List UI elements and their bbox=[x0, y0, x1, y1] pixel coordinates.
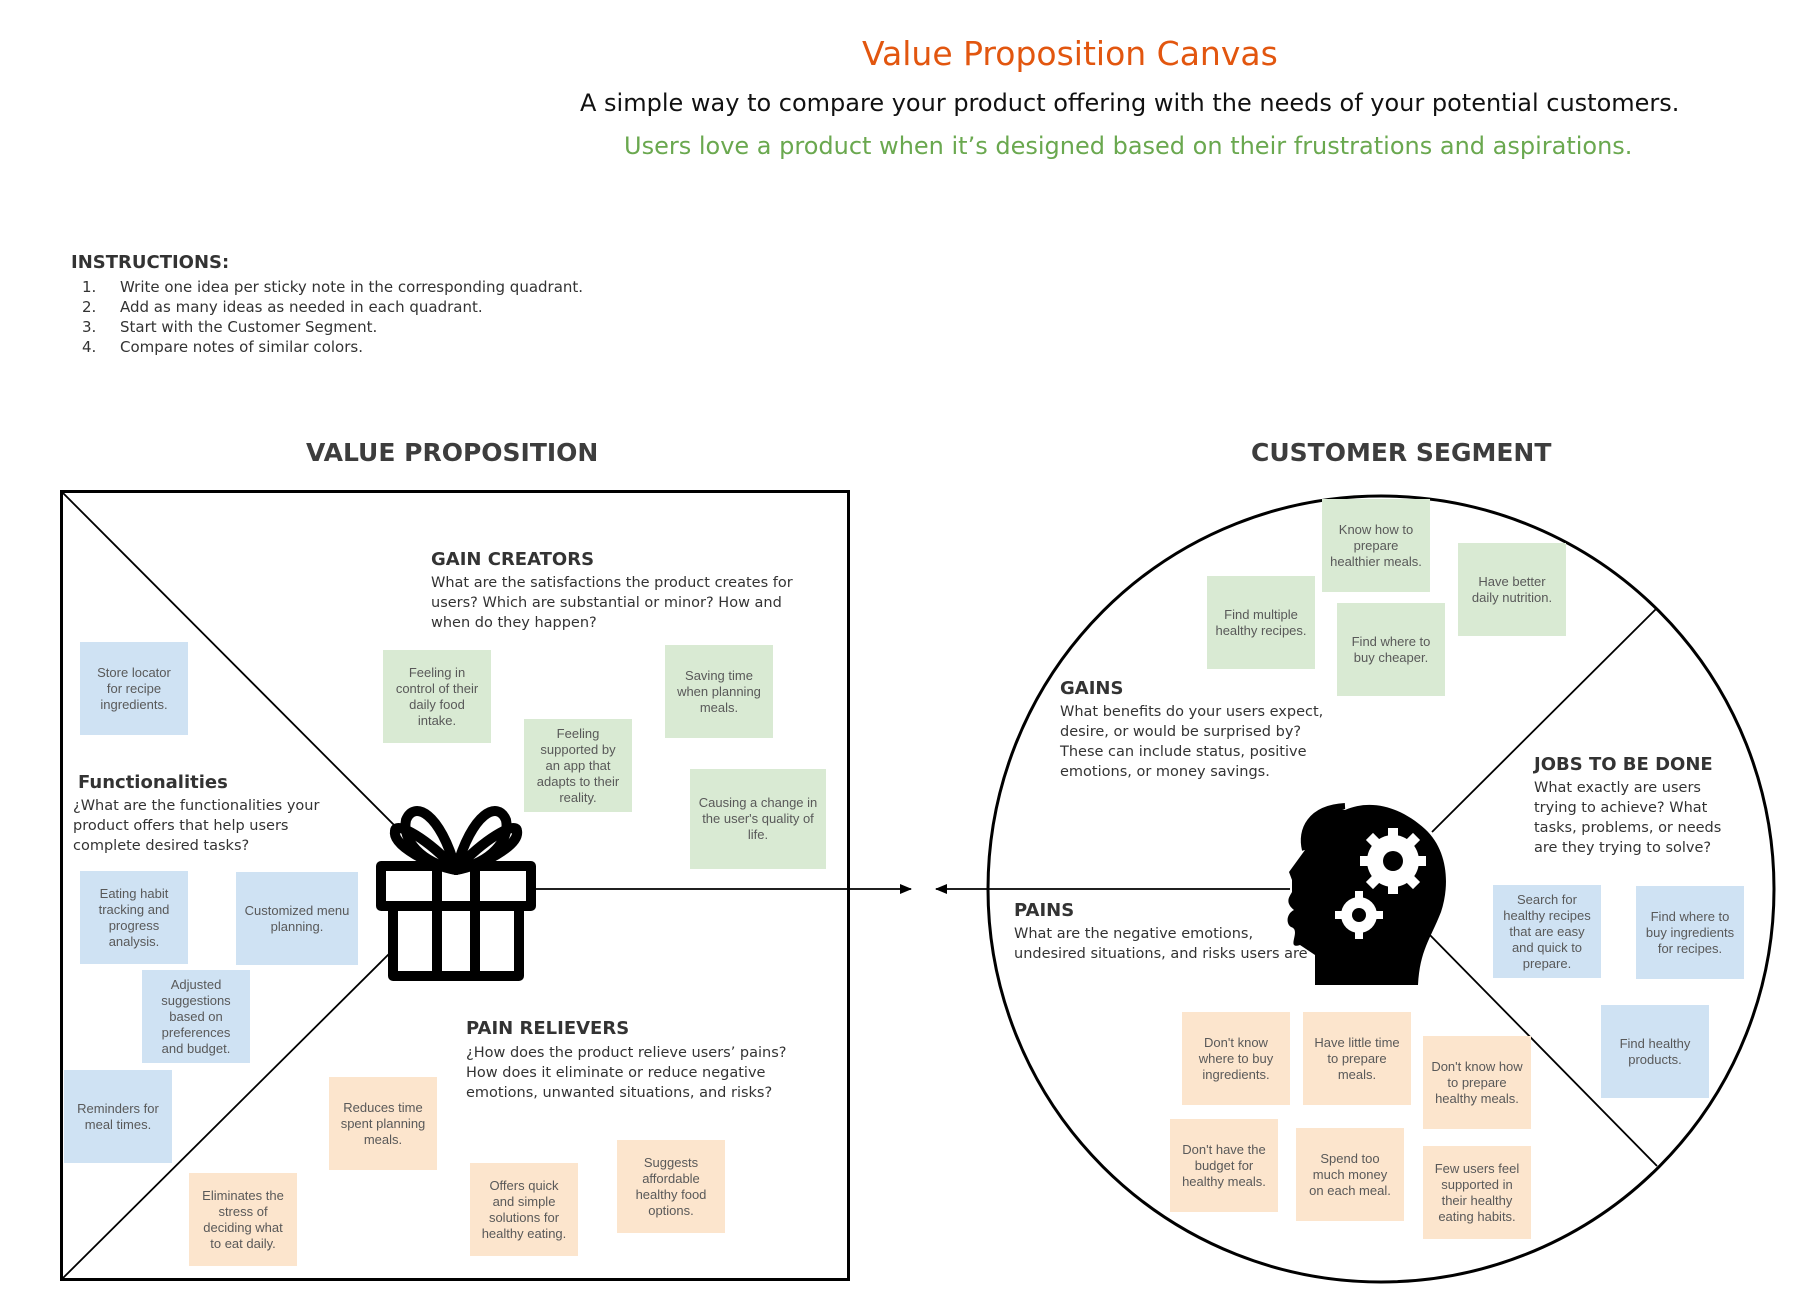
instruction-item: 2. Add as many ideas as needed in each qu… bbox=[80, 297, 583, 317]
sticky-note[interactable]: Know how to prepare healthier meals. bbox=[1322, 499, 1430, 592]
pain-relievers-description: ¿How does the product relieve users’ pai… bbox=[466, 1045, 787, 1101]
sticky-note[interactable]: Find where to buy ingredients for recipe… bbox=[1636, 886, 1744, 979]
sticky-note[interactable]: Don't have the budget for healthy meals. bbox=[1170, 1119, 1278, 1212]
head-gears-icon bbox=[1287, 803, 1446, 985]
gains-title: GAINS bbox=[1060, 678, 1124, 699]
page-tagline: Users love a product when it’s designed … bbox=[624, 132, 1633, 160]
sticky-note[interactable]: Customized menu planning. bbox=[236, 872, 358, 965]
sticky-note[interactable]: Store locator for recipe ingredients. bbox=[80, 642, 188, 735]
instruction-item: 3. Start with the Customer Segment. bbox=[80, 317, 583, 337]
sticky-note[interactable]: Feeling in control of their daily food i… bbox=[383, 650, 491, 743]
sticky-note[interactable]: Adjusted suggestions based on preference… bbox=[142, 970, 250, 1063]
sticky-note[interactable]: Don't know where to buy ingredients. bbox=[1182, 1012, 1290, 1105]
circle-divider-lower bbox=[1424, 929, 1658, 1167]
instruction-text: Add as many ideas as needed in each quad… bbox=[120, 298, 483, 316]
instruction-number: 3. bbox=[82, 318, 97, 336]
sticky-note[interactable]: Eliminates the stress of deciding what t… bbox=[189, 1173, 297, 1266]
value-proposition-heading: VALUE PROPOSITION bbox=[306, 438, 599, 467]
gift-icon bbox=[376, 806, 536, 981]
gain-creators-title: GAIN CREATORS bbox=[431, 549, 595, 570]
instruction-text: Compare notes of similar colors. bbox=[120, 338, 363, 356]
instruction-item: 1. Write one idea per sticky note in the … bbox=[80, 277, 583, 297]
jobs-description: What exactly are users trying to achieve… bbox=[1534, 780, 1722, 856]
instruction-number: 1. bbox=[82, 278, 97, 296]
gain-creators-description: What are the satisfactions the product c… bbox=[431, 575, 793, 631]
pain-relievers-title: PAIN RELIEVERS bbox=[466, 1018, 630, 1039]
instruction-number: 2. bbox=[82, 298, 97, 316]
sticky-note[interactable]: Few users feel supported in their health… bbox=[1423, 1146, 1531, 1239]
sticky-note[interactable]: Find where to buy cheaper. bbox=[1337, 603, 1445, 696]
sticky-note[interactable]: Search for healthy recipes that are easy… bbox=[1493, 885, 1601, 978]
instruction-number: 4. bbox=[82, 338, 97, 356]
sticky-note[interactable]: Don't know how to prepare healthy meals. bbox=[1423, 1036, 1531, 1129]
value-proposition-square bbox=[60, 490, 850, 1281]
functionalities-description: ¿What are the functionalities your produ… bbox=[73, 798, 320, 854]
customer-segment-heading: CUSTOMER SEGMENT bbox=[1251, 438, 1552, 467]
jobs-title: JOBS TO BE DONE bbox=[1534, 754, 1713, 775]
page-title: Value Proposition Canvas bbox=[862, 34, 1278, 73]
circle-divider-upper bbox=[1431, 607, 1658, 833]
sticky-note[interactable]: Find healthy products. bbox=[1601, 1005, 1709, 1098]
instructions-heading: INSTRUCTIONS: bbox=[71, 252, 230, 273]
instruction-text: Write one idea per sticky note in the co… bbox=[120, 278, 584, 296]
gains-description: What benefits do your users expect, desi… bbox=[1060, 704, 1324, 780]
sticky-note[interactable]: Suggests affordable healthy food options… bbox=[617, 1140, 725, 1233]
sticky-note[interactable]: Saving time when planning meals. bbox=[665, 645, 773, 738]
sticky-note[interactable]: Offers quick and simple solutions for he… bbox=[470, 1163, 578, 1256]
instruction-item: 4. Compare notes of similar colors. bbox=[80, 337, 583, 357]
page-subtitle: A simple way to compare your product off… bbox=[580, 89, 1680, 117]
sticky-note[interactable]: Have better daily nutrition. bbox=[1458, 543, 1566, 636]
instruction-text: Start with the Customer Segment. bbox=[120, 318, 378, 336]
sticky-note[interactable]: Have little time to prepare meals. bbox=[1303, 1012, 1411, 1105]
pains-description: What are the negative emotions, undesire… bbox=[1014, 926, 1308, 962]
sticky-note[interactable]: Eating habit tracking and progress analy… bbox=[80, 871, 188, 964]
instructions-list: 1. Write one idea per sticky note in the … bbox=[80, 277, 583, 357]
sticky-note[interactable]: Feeling supported by an app that adapts … bbox=[524, 719, 632, 812]
square-divider-upper bbox=[61, 491, 401, 832]
sticky-note[interactable]: Reminders for meal times. bbox=[64, 1070, 172, 1163]
sticky-note[interactable]: Causing a change in the user's quality o… bbox=[690, 769, 826, 869]
square-divider-lower bbox=[61, 947, 396, 1280]
sticky-note[interactable]: Find multiple healthy recipes. bbox=[1207, 576, 1315, 669]
functionalities-title: Functionalities bbox=[78, 772, 228, 793]
pains-title: PAINS bbox=[1014, 900, 1075, 921]
sticky-note[interactable]: Spend too much money on each meal. bbox=[1296, 1128, 1404, 1221]
sticky-note[interactable]: Reduces time spent planning meals. bbox=[329, 1077, 437, 1170]
